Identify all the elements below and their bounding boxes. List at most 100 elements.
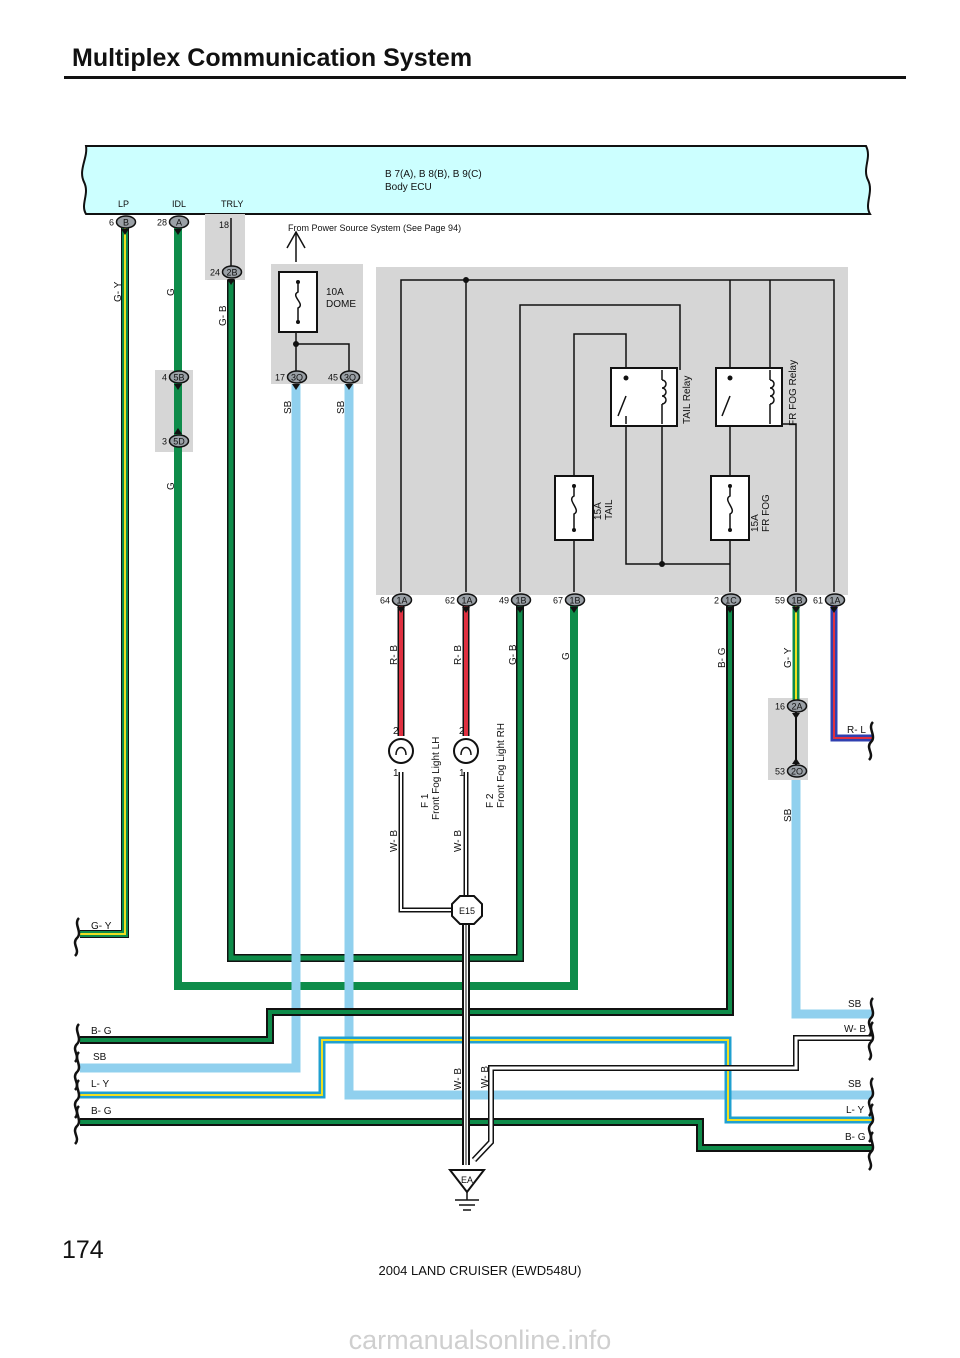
connector-4: 5B 4 (162, 370, 190, 390)
connector-pin: 45 (328, 373, 338, 383)
fog-lh-id: F 1 (420, 793, 431, 808)
ground-ea: EA (447, 1169, 487, 1211)
wire-label-bg-left1: B- G (91, 1026, 112, 1037)
internal-lines (230, 218, 835, 592)
connector-pin: 53 (775, 767, 785, 777)
wire-trly-gb (227, 280, 524, 962)
connector-pin: 16 (775, 702, 785, 712)
wire-label-g-top: G (166, 288, 177, 296)
wire-label-ly-right: L- Y (846, 1105, 864, 1116)
wire-label-sb-53: SB (783, 808, 794, 822)
wire-label-wb-right: W- B (844, 1024, 866, 1035)
fuse-dome-rating: 10A (326, 287, 344, 298)
connector-code: 3Q (344, 373, 356, 383)
wire-break-marks (73, 721, 875, 1171)
connector-pin: 67 (553, 596, 563, 606)
wire-label-wb-ea1: W- B (453, 1068, 464, 1090)
wire-sb-45 (344, 384, 872, 1100)
connector-2: 1C2 (714, 593, 742, 613)
fuse-tail-name: TAIL (604, 499, 615, 520)
fuse-frfog: 15A FR FOG (710, 475, 772, 541)
connector-code: 1A (829, 596, 840, 606)
relay-tail: TAIL Relay (610, 367, 693, 427)
connector-code: 2B (226, 268, 237, 278)
fog-rh-pin-bottom: 1 (459, 768, 465, 779)
wire-bg-2 (80, 600, 734, 1044)
wire-label-gy-left: G- Y (91, 921, 112, 932)
junction-e15-label: E15 (459, 906, 475, 916)
fuse-dome-name: DOME (326, 299, 356, 310)
ecu-name-line1: B 7(A), B 8(B), B 9(C) (385, 169, 482, 180)
wire-label-sb-45: SB (336, 400, 347, 414)
wire-sb-17 (80, 384, 301, 1073)
wire-label-gy-59: G- Y (783, 647, 794, 668)
wire-rl (830, 606, 872, 742)
relay-frfog-label: FR FOG Relay (788, 360, 799, 426)
connector-code: 1C (725, 596, 737, 606)
connector-code: 5D (173, 437, 185, 447)
title-rule (64, 76, 906, 79)
wire-lp-gy (80, 228, 129, 938)
connector-code: 1B (515, 596, 526, 606)
connector-code: 1A (461, 596, 472, 606)
connector-code: 2A (791, 702, 802, 712)
connector-16: 2A 16 (775, 699, 808, 719)
fog-lh-pin-bottom: 1 (393, 768, 399, 779)
relay-frfog: FR FOG Relay (715, 360, 799, 427)
connector-pin: 3 (162, 437, 167, 447)
junction-box-main (376, 267, 848, 595)
connector-pin: 61 (813, 596, 823, 606)
wire-label-sb-17: SB (283, 400, 294, 414)
connector-28A: A 28 (157, 215, 190, 235)
fog-lh-name: Front Fog Light LH (431, 737, 442, 820)
ground-ea-label: EA (461, 1175, 473, 1185)
connector-53: 2O 53 (775, 758, 808, 778)
connector-pin: 64 (380, 596, 390, 606)
wire-label-bg-2: B- G (717, 647, 728, 668)
connector-code: B (123, 218, 129, 228)
connector-pin: 62 (445, 596, 455, 606)
connector-code: 5B (173, 373, 184, 383)
wire-label-sb-right1: SB (848, 999, 862, 1010)
connector-62: 1A 62 (445, 593, 478, 613)
connector-code: 2O (791, 767, 803, 777)
junction-e15: E15 (451, 895, 483, 925)
connector-pin: 28 (157, 218, 167, 228)
ecu-terminal-idl: IDL (172, 199, 186, 209)
fuse-tail-rating: 15A (593, 502, 604, 520)
fuse-frfog-name: FR FOG (761, 494, 772, 532)
wire-label-gy-top: G- Y (113, 281, 124, 302)
fuse-tail: 15A TAIL (554, 475, 615, 541)
connector-code: A (176, 218, 182, 228)
wire-label-sb-right2: SB (848, 1079, 862, 1090)
wire-bg-bottom (80, 1118, 872, 1152)
fuse-dome: 10A DOME (278, 271, 356, 333)
wire-label-sb-left: SB (93, 1052, 107, 1063)
body-ecu: B 7(A), B 8(B), B 9(C) Body ECU LP IDL T… (81, 145, 872, 215)
connector-pin: 24 (210, 268, 220, 278)
ecu-terminal-lp: LP (118, 199, 129, 209)
wire-label-bg-left2: B- G (91, 1106, 112, 1117)
wire-label-gb-49: G- B (508, 644, 519, 665)
power-source-note: From Power Source System (See Page 94) (288, 223, 461, 233)
footer-text: 2004 LAND CRUISER (EWD548U) (378, 1263, 582, 1278)
wire-wb-lights (398, 772, 469, 913)
wires (80, 228, 872, 1165)
wire-label-wb-ea2: W- B (480, 1066, 491, 1088)
front-fog-light-rh: 2 1 F 2 Front Fog Light RH (453, 723, 507, 808)
page-number: 174 (62, 1236, 104, 1264)
connector-24: 2B 24 (210, 265, 243, 285)
fog-rh-name: Front Fog Light RH (496, 723, 507, 808)
wire-label-g-67: G (561, 652, 572, 660)
wire-wb-right (471, 1035, 872, 1163)
wire-label-g-mid: G (166, 482, 177, 490)
connector-45: 3Q 45 (328, 370, 361, 390)
wire-label-bg-right: B- G (845, 1132, 866, 1143)
connector-code: 1B (791, 596, 802, 606)
connector-pin: 4 (162, 373, 167, 383)
